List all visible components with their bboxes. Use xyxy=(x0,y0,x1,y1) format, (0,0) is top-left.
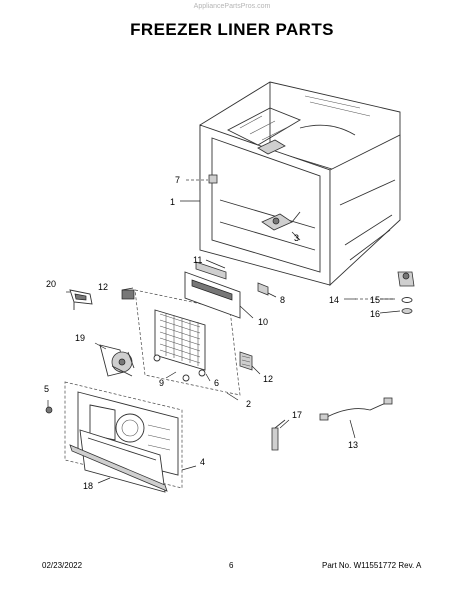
callout-14: 14 xyxy=(329,295,339,305)
callout-12-lower: 12 xyxy=(263,374,273,384)
evaporator-cover-assembly xyxy=(121,261,269,396)
part-14-valve-assembly xyxy=(355,271,415,314)
callout-15: 15 xyxy=(370,295,380,305)
leader-lines xyxy=(47,200,401,484)
footer-part-number: Part No. W11551772 Rev. A xyxy=(322,561,422,570)
callout-labels: 1 2 3 4 5 6 7 8 9 10 11 12 12 13 14 15 1… xyxy=(44,175,380,491)
callout-8: 8 xyxy=(280,295,285,305)
callout-5: 5 xyxy=(44,384,49,394)
part-13-wire-harness xyxy=(319,397,393,421)
part-3-drain-fitting xyxy=(261,211,301,231)
footer-page-number: 6 xyxy=(229,561,234,570)
callout-18: 18 xyxy=(83,481,93,491)
part-4-rear-cover xyxy=(64,381,183,493)
watermark-text: AppliancePartsPros.com xyxy=(193,3,271,10)
callout-2: 2 xyxy=(246,399,251,409)
callout-12-upper: 12 xyxy=(98,282,108,292)
callout-6: 6 xyxy=(214,378,219,388)
page-title: FREEZER LINER PARTS xyxy=(130,20,334,39)
freezer-liner xyxy=(199,81,401,287)
part-19-fan-motor xyxy=(99,344,135,377)
callout-20: 20 xyxy=(46,279,56,289)
part-18-gasket-strip xyxy=(69,444,168,492)
callout-9: 9 xyxy=(159,378,164,388)
callout-11: 11 xyxy=(193,255,202,265)
footer-date: 02/23/2022 xyxy=(42,561,83,570)
part-5-screw xyxy=(45,406,53,414)
callout-1: 1 xyxy=(170,197,175,207)
callout-17: 17 xyxy=(292,410,302,420)
callout-4: 4 xyxy=(200,457,205,467)
callout-19: 19 xyxy=(75,333,85,343)
callout-13: 13 xyxy=(348,440,358,450)
callout-16: 16 xyxy=(370,309,380,319)
callout-3: 3 xyxy=(294,233,299,243)
callout-7: 7 xyxy=(175,175,180,185)
callout-10: 10 xyxy=(258,317,268,327)
part-20-damper xyxy=(69,289,93,310)
part-17-plug xyxy=(271,419,286,451)
part-7-sensor xyxy=(186,174,218,184)
